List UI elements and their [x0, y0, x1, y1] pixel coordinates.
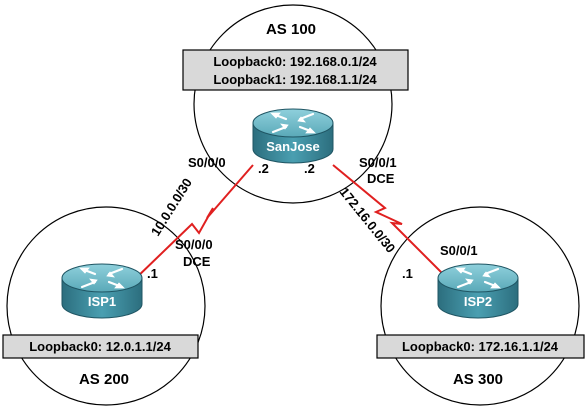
- isp2-interface: S0/0/1: [440, 243, 478, 258]
- serial-link-sanjose-isp2: [332, 164, 453, 284]
- sanjose-right-interface: S0/0/1: [359, 155, 397, 170]
- sanjose-right-dce: DCE: [367, 171, 395, 186]
- sanjose-left-host: .2: [258, 161, 269, 176]
- as200-boundary: [6, 206, 206, 406]
- router-isp1[interactable]: ISP1: [60, 262, 144, 320]
- as100-boundary: [193, 4, 393, 204]
- isp1-host: .1: [147, 266, 158, 281]
- sanjose-loopback0: Loopback0: 192.168.0.1/24: [213, 54, 377, 69]
- right-link-network: 172.16.0.0/30: [337, 184, 399, 255]
- sanjose-right-host: .2: [304, 161, 315, 176]
- sanjose-left-interface: S0/0/0: [188, 155, 226, 170]
- isp1-interface: S0/0/0: [175, 237, 213, 252]
- router-isp1-label: ISP1: [88, 294, 116, 309]
- isp1-dce: DCE: [183, 254, 211, 269]
- router-sanjose[interactable]: SanJose: [251, 107, 335, 165]
- isp2-loopback0: Loopback0: 172.16.1.1/24: [402, 339, 559, 354]
- isp2-loopback-box: [376, 334, 585, 359]
- as300-boundary: [380, 206, 580, 406]
- as300-label: AS 300: [453, 371, 503, 388]
- sanjose-loopback-box: [182, 49, 409, 91]
- isp1-loopback0: Loopback0: 12.0.1.1/24: [29, 339, 171, 354]
- router-isp2[interactable]: ISP2: [436, 262, 520, 320]
- isp1-loopback-box: [2, 334, 199, 359]
- isp2-host: .1: [402, 266, 413, 281]
- as100-label: AS 100: [266, 21, 316, 38]
- as200-label: AS 200: [79, 371, 129, 388]
- serial-link-sanjose-isp1: [133, 164, 254, 281]
- router-sanjose-label: SanJose: [266, 139, 319, 154]
- router-isp2-label: ISP2: [464, 294, 492, 309]
- sanjose-loopback1: Loopback1: 192.168.1.1/24: [213, 72, 377, 87]
